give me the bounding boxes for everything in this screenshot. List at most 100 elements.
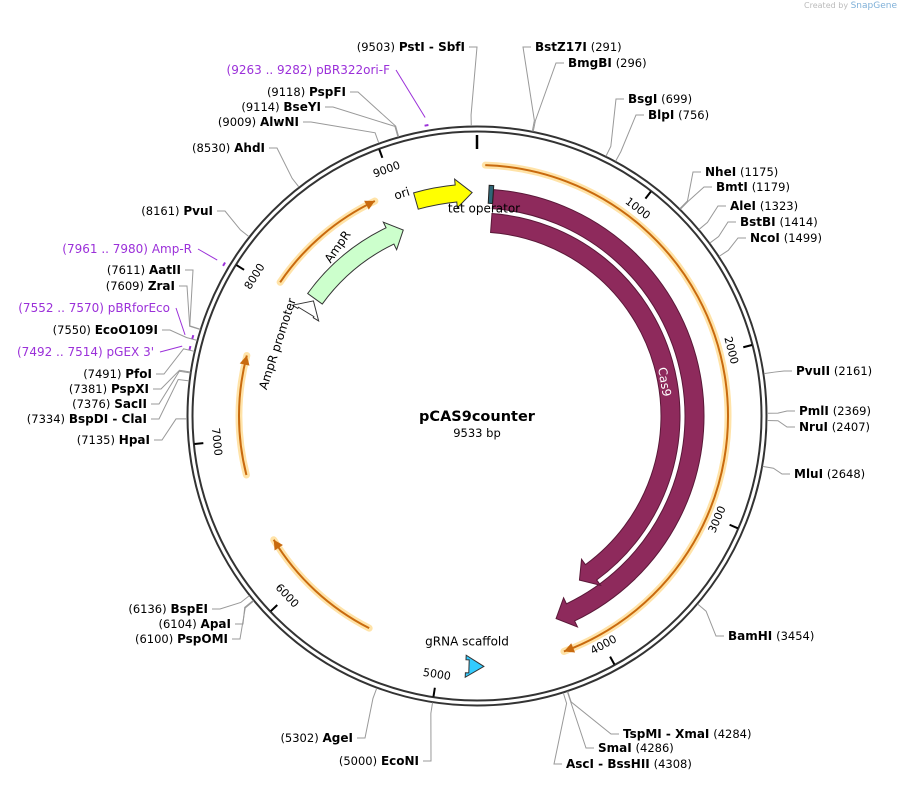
feature-tet-operator	[487, 184, 495, 205]
restriction-site-label: (6100) PspOMI	[135, 632, 228, 646]
restriction-site-label: BmtI (1179)	[716, 180, 790, 194]
site-leader	[269, 147, 300, 188]
site-leader	[217, 210, 250, 238]
enzyme-position: (2161)	[834, 364, 872, 378]
primer-name: Amp-R	[152, 242, 192, 256]
enzyme-position: (7491)	[83, 367, 121, 381]
enzyme-name: AatII	[149, 263, 181, 277]
enzyme-name: EcoNI	[381, 754, 419, 768]
orf-arrowhead	[563, 643, 576, 653]
enzyme-name: ApaI	[201, 617, 231, 631]
enzyme-name: PspFI	[309, 85, 346, 99]
enzyme-name: AhdI	[234, 141, 265, 155]
site-leader	[762, 465, 790, 475]
credit-created-by: Created by	[804, 1, 849, 10]
orf-arrowhead	[273, 539, 283, 551]
orf-arc	[279, 200, 376, 283]
enzyme-name: PspXI	[111, 382, 149, 396]
snapgene-credit: Created by SnapGene	[804, 1, 897, 11]
enzyme-name: HpaI	[119, 433, 150, 447]
scale-tick-label: 9000	[371, 159, 402, 181]
restriction-site-label: (9118) PspFI	[267, 85, 346, 99]
enzyme-position: (1179)	[752, 180, 790, 194]
restriction-site-label: NruI (2407)	[799, 420, 870, 434]
enzyme-position: (756)	[678, 108, 709, 122]
site-leader	[154, 418, 188, 441]
enzyme-position: (7376)	[72, 397, 110, 411]
primer-label: (9263 .. 9282) pBR322ori-F	[227, 63, 391, 77]
primer-site-mark	[191, 334, 195, 340]
grna-scaffold-label: gRNA scaffold	[425, 635, 509, 649]
enzyme-position: (5000)	[339, 754, 377, 768]
enzyme-position: (4308)	[654, 757, 692, 771]
enzyme-name: AleI	[730, 199, 756, 213]
site-leader	[162, 329, 198, 341]
enzyme-name: EcoO109I	[95, 323, 158, 337]
site-leader	[303, 121, 380, 144]
orf-arc	[485, 164, 729, 653]
backbone-outer-ring	[186, 125, 768, 707]
enzyme-name: MluI	[794, 467, 823, 481]
enzyme-name: NcoI	[750, 231, 780, 245]
restriction-site-label: (7135) HpaI	[77, 433, 150, 447]
enzyme-name: NruI	[799, 420, 828, 434]
orf-arc	[272, 539, 370, 630]
primer-leader	[175, 307, 186, 336]
enzyme-name: BstZ17I	[535, 40, 587, 54]
scale-tick-label: 7000	[209, 427, 225, 456]
site-leader	[522, 46, 535, 132]
primer-label: (7492 .. 7514) pGEX 3'	[17, 345, 154, 359]
restriction-site-label: (7550) EcoO109I	[53, 323, 158, 337]
enzyme-position: (4286)	[636, 741, 674, 755]
enzyme-name: PvuI	[183, 204, 213, 218]
site-leader	[553, 692, 568, 765]
ampr-promoter-label: AmpR promoter	[256, 296, 299, 391]
site-leader	[605, 98, 624, 157]
primer-label: (7552 .. 7570) pBRforEco	[18, 301, 170, 315]
primer-name: pBR322ori-F	[316, 63, 390, 77]
enzyme-name: PmlI	[799, 404, 829, 418]
enzyme-name: BspEI	[170, 602, 208, 616]
restriction-site-label: (9114) BseYI	[241, 100, 321, 114]
enzyme-position: (7381)	[69, 382, 107, 396]
site-leader	[423, 702, 434, 762]
site-leader	[212, 595, 250, 610]
restriction-site-label: NcoI (1499)	[750, 231, 822, 245]
site-leader	[350, 91, 400, 137]
primer-site-mark	[424, 124, 429, 127]
restriction-site-label: TspMI - XmaI (4284)	[623, 727, 751, 741]
site-leader	[156, 348, 195, 375]
site-leader	[679, 186, 712, 210]
enzyme-name: BseYI	[283, 100, 321, 114]
restriction-site-label: (7381) PspXI	[69, 382, 149, 396]
cas9-outer-label: Cas9	[705, 366, 724, 398]
cas9-inner-label: Cas9	[655, 366, 674, 398]
enzyme-name: ZraI	[148, 279, 175, 293]
restriction-site-label: (7491) PfoI	[83, 367, 152, 381]
feature-ampr-promoter	[291, 300, 320, 322]
feature-cas9-outer	[491, 189, 705, 628]
enzyme-name: BmgBI	[568, 56, 612, 70]
primer-range: (9263 .. 9282)	[227, 63, 313, 77]
site-leader	[185, 269, 201, 330]
feature-ampr	[306, 221, 404, 305]
snapgene-logo-text: SnapGene	[850, 1, 897, 11]
scale-tick-mark	[235, 264, 245, 271]
enzyme-name: SacII	[114, 397, 147, 411]
site-leader	[151, 378, 190, 420]
enzyme-name: BamHI	[728, 629, 772, 643]
enzyme-name: SmaI	[598, 741, 632, 755]
enzyme-position: (1323)	[760, 199, 798, 213]
primer-leader	[159, 345, 183, 353]
scale-tick-mark	[270, 604, 278, 612]
enzyme-name: PspOMI	[177, 632, 228, 646]
site-leader	[615, 114, 644, 162]
enzyme-position: (291)	[591, 40, 622, 54]
ori-label: ori	[392, 184, 411, 202]
scale-tick-label: 5000	[422, 666, 452, 683]
enzyme-position: (9503)	[357, 40, 395, 54]
enzyme-position: (3454)	[776, 629, 814, 643]
enzyme-position: (2369)	[833, 404, 871, 418]
site-leader	[469, 46, 478, 127]
primer-leader	[197, 248, 218, 261]
